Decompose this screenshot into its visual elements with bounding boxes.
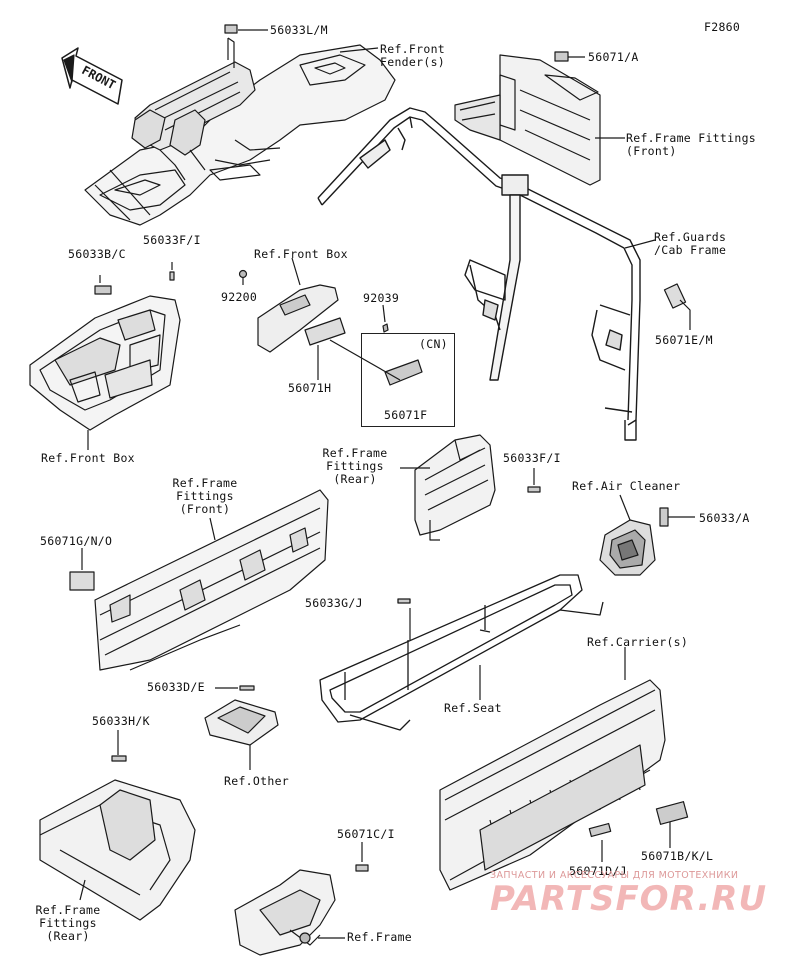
- leader-ref-frame-fittings-rear-bottom: [79, 879, 86, 901]
- diagram-code: F2860: [704, 20, 741, 34]
- label-ref-frame-fittings-rear-mid: Ref.Frame Fittings (Rear): [322, 446, 388, 486]
- label-56071a: 56071/A: [588, 50, 639, 64]
- label-56033a: 56033/A: [699, 511, 750, 525]
- label-92039: 92039: [363, 291, 400, 305]
- cn-variant-box: [361, 333, 455, 427]
- label-56071bkl: 56071B/K/L: [641, 849, 714, 863]
- label-ref-front-fender: Ref.Front Fender(s): [380, 42, 446, 69]
- leader-ref-guards: [624, 239, 656, 249]
- frame-fittings-rear-bottom: [39, 755, 196, 921]
- air-cleaner: [599, 507, 669, 576]
- label-56033bc: 56033B/C: [68, 247, 126, 261]
- label-ref-carriers: Ref.Carrier(s): [587, 635, 689, 649]
- watermark-tagline: ЗАПЧАСТИ И АКСЕССУАРЫ ДЛЯ МОТОТЕХНИКИ: [490, 870, 739, 881]
- label-cn: (CN): [419, 337, 448, 351]
- front-box-cover: [238, 269, 423, 386]
- rear-panel: [69, 489, 329, 671]
- leader-56071em: [679, 299, 691, 330]
- label-56033gj: 56033G/J: [305, 596, 363, 610]
- leader-ref-air-cleaner: [619, 494, 631, 521]
- leader-92039: [382, 304, 386, 323]
- seat-frame: [319, 574, 604, 731]
- label-56071gno: 56071G/N/O: [40, 534, 113, 548]
- label-56033hk: 56033H/K: [92, 714, 150, 728]
- label-ref-front-box-bottom: Ref.Front Box: [41, 451, 135, 465]
- other-plate: [204, 685, 279, 746]
- label-56071em: 56071E/M: [655, 333, 713, 347]
- label-ref-air-cleaner: Ref.Air Cleaner: [572, 479, 681, 493]
- label-56033lm: 56033L/M: [270, 23, 328, 37]
- label-ref-other: Ref.Other: [224, 774, 290, 788]
- guards-cab-frame: [317, 107, 641, 441]
- frame-fittings-rear-mid: [414, 434, 541, 541]
- leader-56071f: [329, 339, 401, 381]
- frame-bottom: [234, 864, 369, 956]
- watermark-logo: PARTSFOR.RU: [490, 879, 768, 919]
- label-56071em-part: [663, 283, 687, 309]
- label-ref-frame-fittings-front-mid: Ref.Frame Fittings (Front): [172, 476, 238, 516]
- label-56033fi-right: 56033F/I: [503, 451, 561, 465]
- frame-fittings-front-top: [454, 51, 601, 186]
- label-ref-frame: Ref.Frame: [347, 930, 413, 944]
- front-arrow-icon: [61, 47, 123, 105]
- label-56033de: 56033D/E: [147, 680, 205, 694]
- label-56071dj: 56071D/J: [569, 864, 627, 878]
- leader-ref-frame-fittings-front-mid: [209, 517, 216, 541]
- front-box-panel: [29, 271, 181, 431]
- watermark: ЗАПЧАСТИ И АКСЕССУАРЫ ДЛЯ МОТОТЕХНИКИ PA…: [490, 870, 790, 919]
- label-ref-seat: Ref.Seat: [444, 701, 502, 715]
- leader-ref-front-box-top: [291, 257, 301, 286]
- carrier-panel: [439, 679, 689, 891]
- label-56071h: 56071H: [288, 381, 332, 395]
- front-fender-assembly: [84, 24, 396, 226]
- label-92200: 92200: [221, 290, 258, 304]
- label-56071ci: 56071C/I: [337, 827, 395, 841]
- label-56071f: 56071F: [384, 408, 428, 422]
- label-ref-frame-fittings-front-top: Ref.Frame Fittings (Front): [626, 131, 757, 158]
- label-ref-frame-fittings-rear-bottom: Ref.Frame Fittings (Rear): [35, 903, 101, 943]
- label-56033fi-left: 56033F/I: [143, 233, 201, 247]
- leader-ref-front-fender: [339, 47, 379, 53]
- label-ref-guards-cab: Ref.Guards /Cab Frame: [654, 230, 727, 257]
- label-ref-front-box-top: Ref.Front Box: [254, 247, 348, 261]
